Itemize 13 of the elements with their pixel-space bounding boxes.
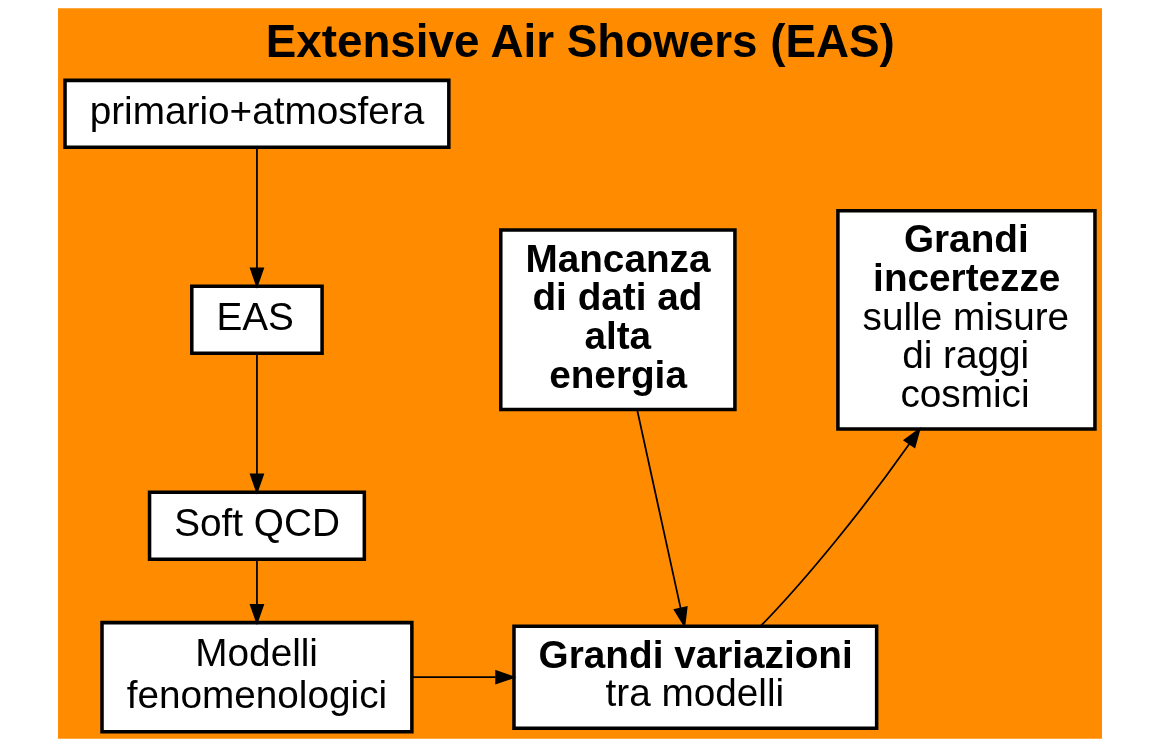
arrow	[249, 352, 265, 495]
node-box: primario+atmosfera	[63, 78, 451, 150]
arrow	[411, 669, 517, 685]
node-box: EAS	[190, 284, 324, 355]
arrow	[249, 146, 265, 289]
diagram-title: Extensive Air Showers (EAS)	[265, 16, 895, 68]
node-box: Mancanza di dati ad alta energia	[499, 228, 737, 412]
arrow	[249, 558, 265, 626]
arrow	[759, 427, 922, 627]
node-box: Grandi variazioni tra modelli	[512, 624, 879, 730]
node-box: Grandi incertezze sulle misure di raggi cosmici	[836, 208, 1097, 431]
node-box: Modelli fenomenologici	[100, 620, 414, 734]
node-box: Soft QCD	[147, 490, 367, 561]
